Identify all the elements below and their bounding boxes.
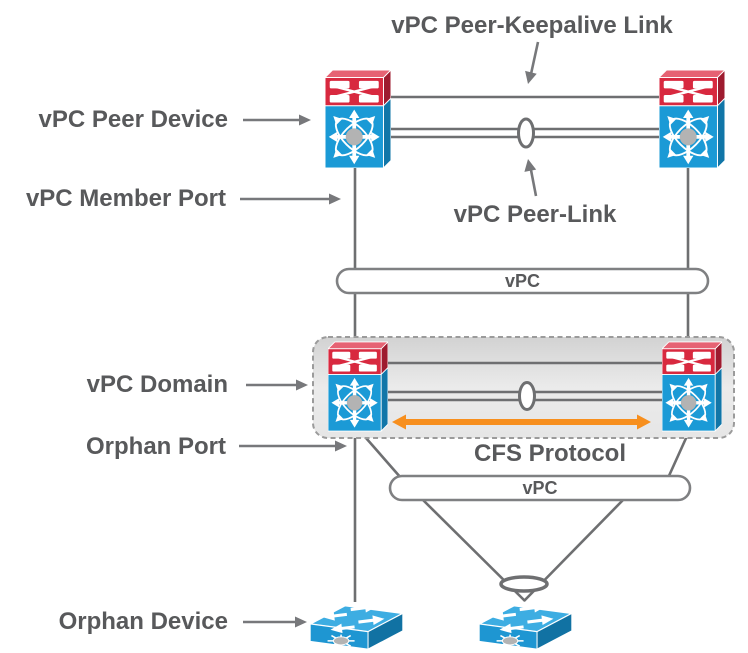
domain-switch-left-icon <box>328 341 388 432</box>
orphan-port-label: Orphan Port <box>85 433 226 460</box>
orphan-device-right-icon <box>477 600 574 651</box>
peer-link-label: vPC Peer-Link <box>453 201 617 228</box>
vpc-pill-bottom-label: vPC <box>522 478 558 498</box>
peer-link-connector-ellipse <box>517 117 535 149</box>
orphan-device-label: Orphan Device <box>58 608 228 635</box>
domain-arrow <box>246 379 308 391</box>
vpc-pill-top <box>335 267 710 295</box>
domain-connector-ellipse <box>518 381 536 411</box>
peer-link-pointer-arrow <box>524 159 538 197</box>
cfs-protocol-label: CFS Protocol <box>473 440 626 467</box>
domain-to-vpc2-right <box>666 435 689 479</box>
vpc-pill-top-label: vPC <box>504 271 540 291</box>
vpc-domain-label: vPC Domain <box>86 371 228 398</box>
cfs-protocol-arrow <box>392 414 651 430</box>
domain-internal-links <box>376 361 664 430</box>
orphan-port-arrow <box>239 440 347 452</box>
member-port-label: vPC Member Port <box>25 185 226 212</box>
peer-switch-top-right-icon <box>659 70 725 168</box>
peer-device-arrow <box>243 114 311 126</box>
keepalive-pointer-arrow <box>525 41 540 84</box>
domain-switch-right-icon <box>662 341 722 432</box>
peer-switch-top-left-icon <box>325 70 391 168</box>
peer-device-label: vPC Peer Device <box>38 106 228 133</box>
orphan-device-arrow <box>243 616 307 628</box>
peer-keepalive-label: vPC Peer-Keepalive Link <box>391 12 673 39</box>
port-channel-ellipse <box>499 575 549 593</box>
orphan-device-left-icon <box>308 600 405 651</box>
member-port-arrow <box>240 193 341 205</box>
vpc-pill-bottom <box>388 474 692 502</box>
